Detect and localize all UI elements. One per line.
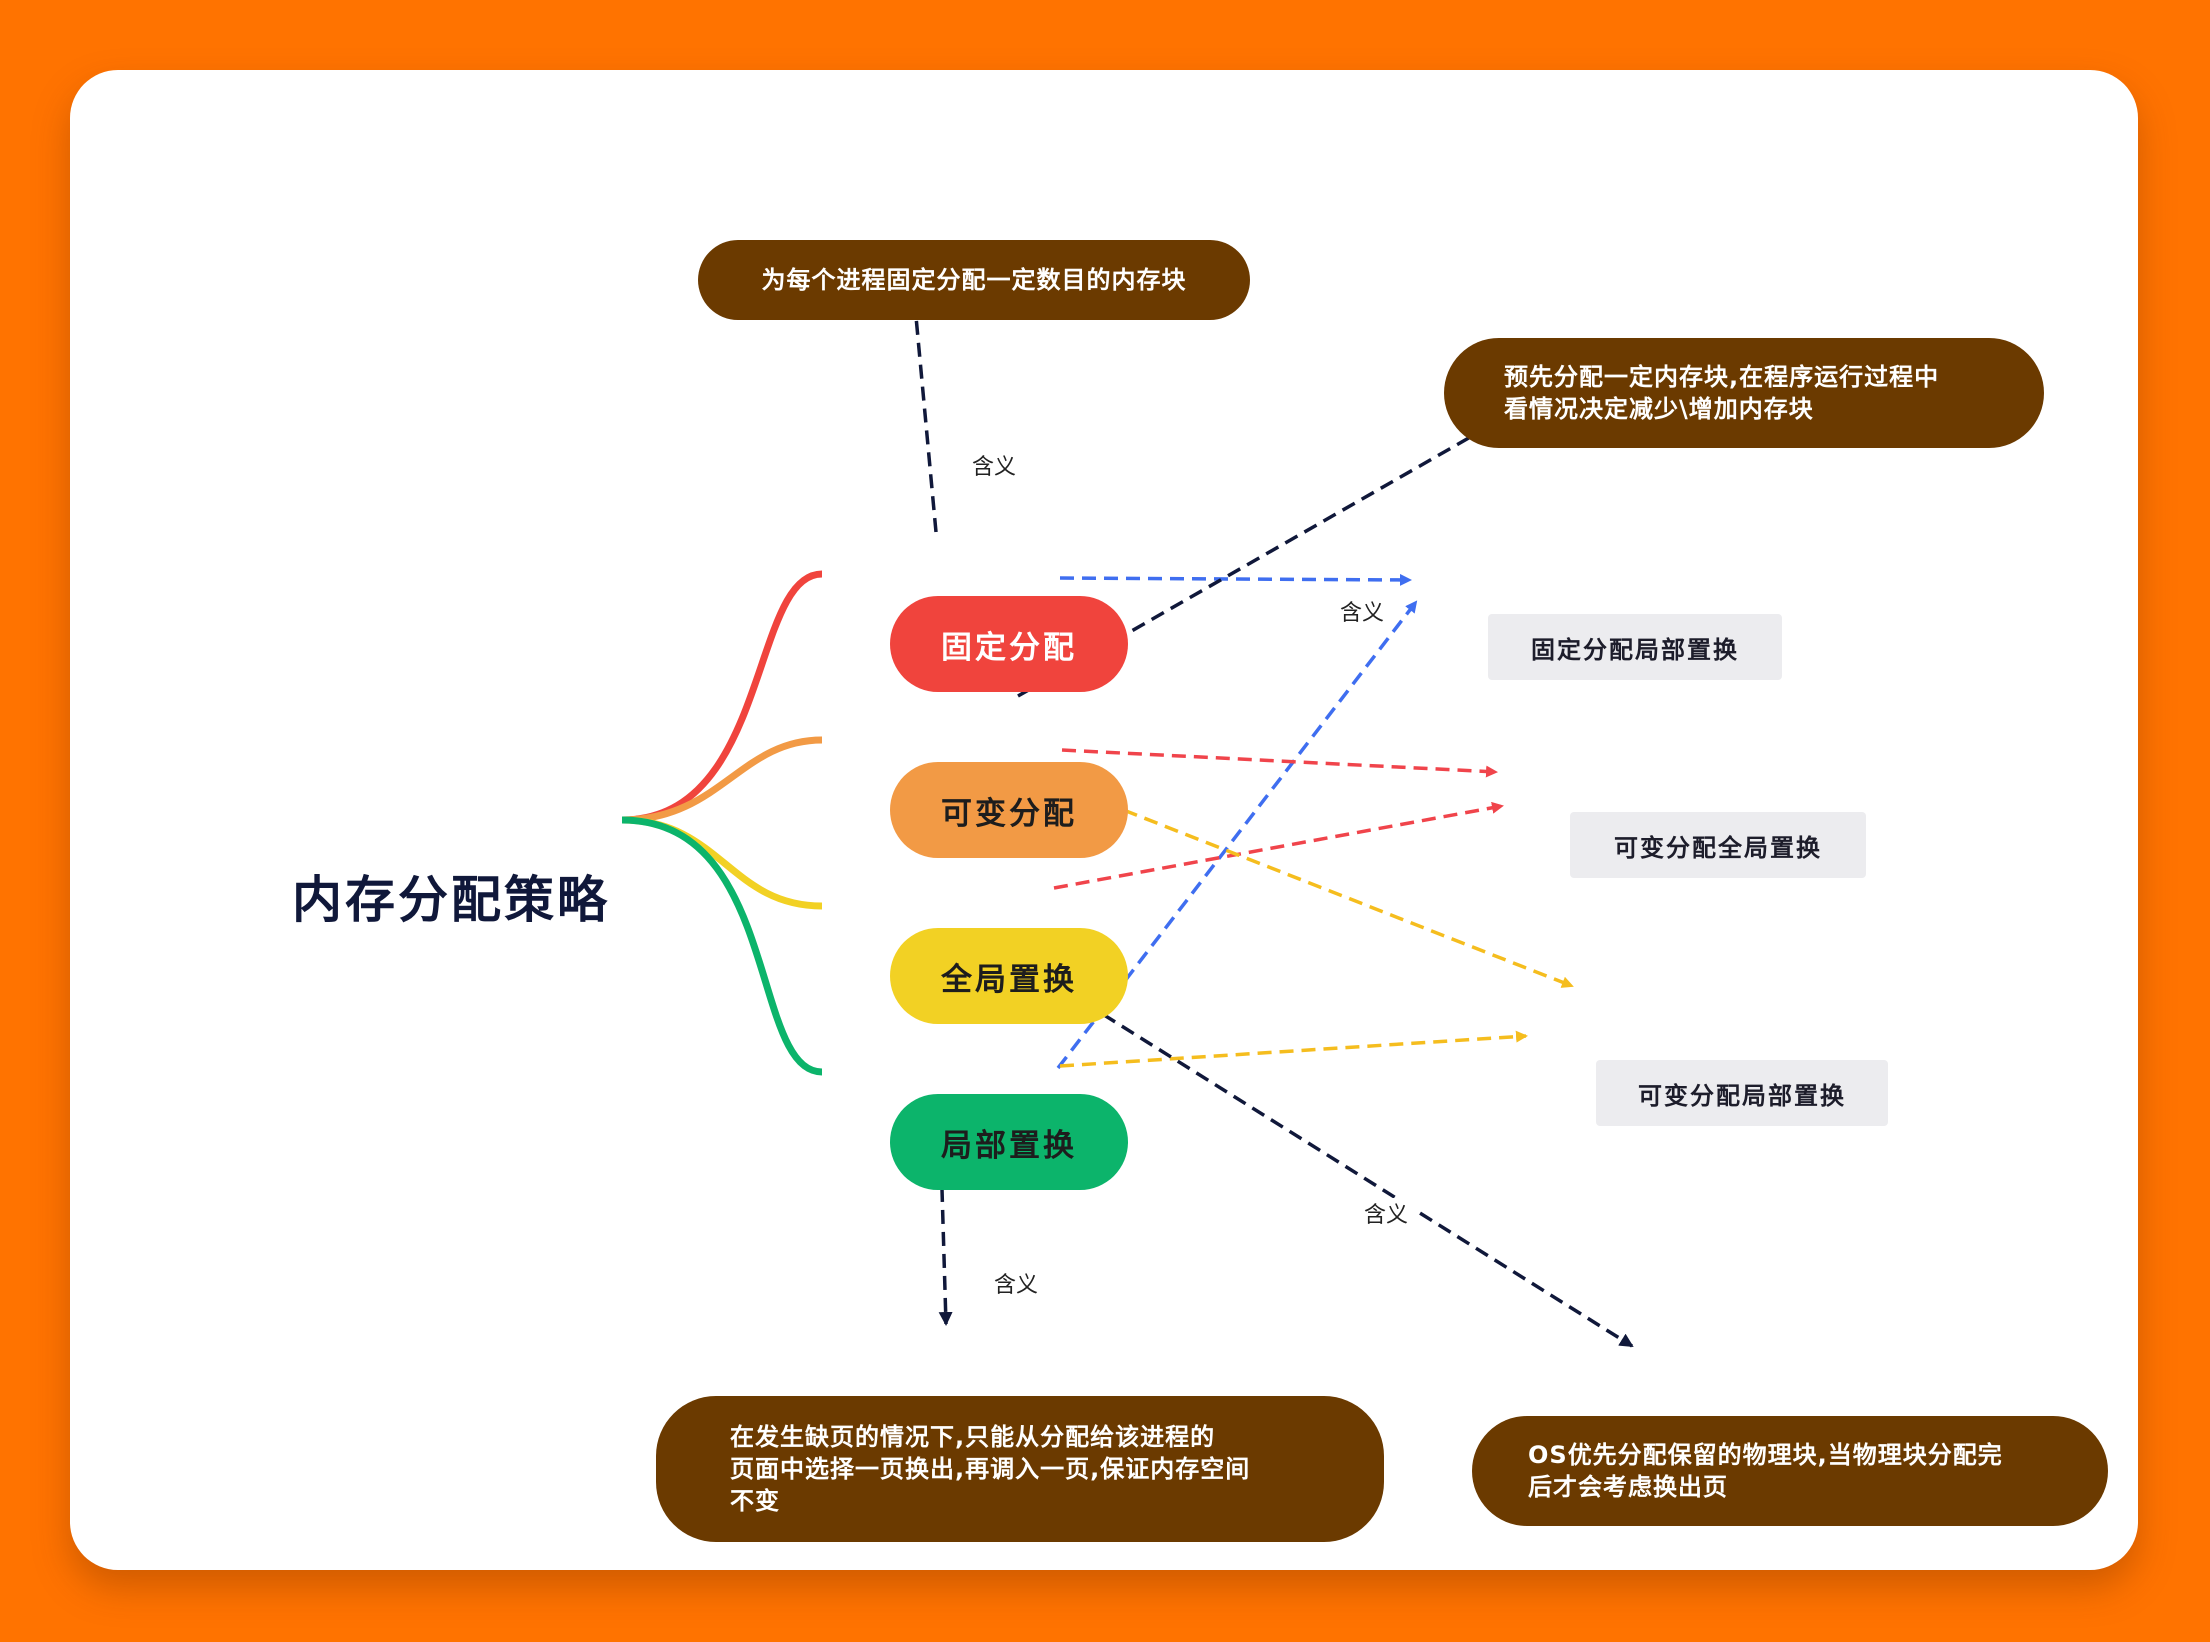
- branch-local-replacement[interactable]: 局部置换: [890, 1094, 1128, 1190]
- definition-variable-line: 预先分配一定内存块,在程序运行过程中: [1504, 363, 1940, 391]
- fixed-meaning-arrow: [904, 250, 938, 533]
- definition-global-line: OS优先分配保留的物理块,当物理块分配完: [1528, 1441, 2003, 1469]
- root-topic[interactable]: 内存分配策略: [292, 871, 610, 929]
- definition-local[interactable]: 在发生缺页的情况下,只能从分配给该进程的 页面中选择一页换出,再调入一页,保证内…: [656, 1396, 1384, 1542]
- definition-local-line: 在发生缺页的情况下,只能从分配给该进程的: [730, 1423, 1216, 1451]
- branch-fixed-allocation[interactable]: 固定分配: [890, 596, 1128, 692]
- branch-connector-variable: [621, 736, 823, 824]
- combo-variable-global[interactable]: 可变分配全局置换: [1570, 812, 1866, 878]
- branch-connector-local: [621, 816, 823, 1076]
- branch-global-replacement[interactable]: 全局置换: [890, 928, 1128, 1024]
- local-to-variable-local-arrow: [1059, 1030, 1528, 1068]
- definition-global-line: 后才会考虑换出页: [1528, 1473, 1728, 1501]
- canvas-card: 含义 含义 含义 含义 内存分配策略 固定分配 可变分配 全局置换 局部置换 固…: [70, 70, 2138, 1570]
- local-meaning-label: 含义: [986, 1268, 1046, 1298]
- variable-meaning-label: 含义: [1332, 596, 1392, 626]
- definition-local-line: 不变: [730, 1487, 780, 1515]
- definition-local-line: 页面中选择一页换出,再调入一页,保证内存空间: [730, 1455, 1251, 1483]
- definition-fixed-line: 为每个进程固定分配一定数目的内存块: [761, 266, 1187, 294]
- global-meaning-label: 含义: [1356, 1198, 1416, 1228]
- variable-to-variable-local-arrow: [1041, 776, 1574, 988]
- definition-global[interactable]: OS优先分配保留的物理块,当物理块分配完 后才会考虑换出页: [1472, 1416, 2108, 1526]
- global-meaning-arrow: [1009, 954, 1634, 1348]
- combo-variable-local[interactable]: 可变分配局部置换: [1596, 1060, 1888, 1126]
- branch-connector-global: [621, 816, 823, 910]
- variable-to-variable-global-arrow: [1061, 748, 1498, 778]
- fixed-meaning-label: 含义: [964, 450, 1024, 480]
- branch-variable-allocation[interactable]: 可变分配: [890, 762, 1128, 858]
- definition-variable[interactable]: 预先分配一定内存块,在程序运行过程中 看情况决定减少\增加内存块: [1444, 338, 2044, 448]
- fixed-to-fixed-local-arrow: [1059, 573, 1412, 586]
- global-to-variable-global-arrow: [1053, 801, 1504, 890]
- definition-fixed[interactable]: 为每个进程固定分配一定数目的内存块: [698, 240, 1250, 320]
- definition-variable-line: 看情况决定减少\增加内存块: [1504, 395, 1814, 423]
- combo-fixed-local[interactable]: 固定分配局部置换: [1488, 614, 1782, 680]
